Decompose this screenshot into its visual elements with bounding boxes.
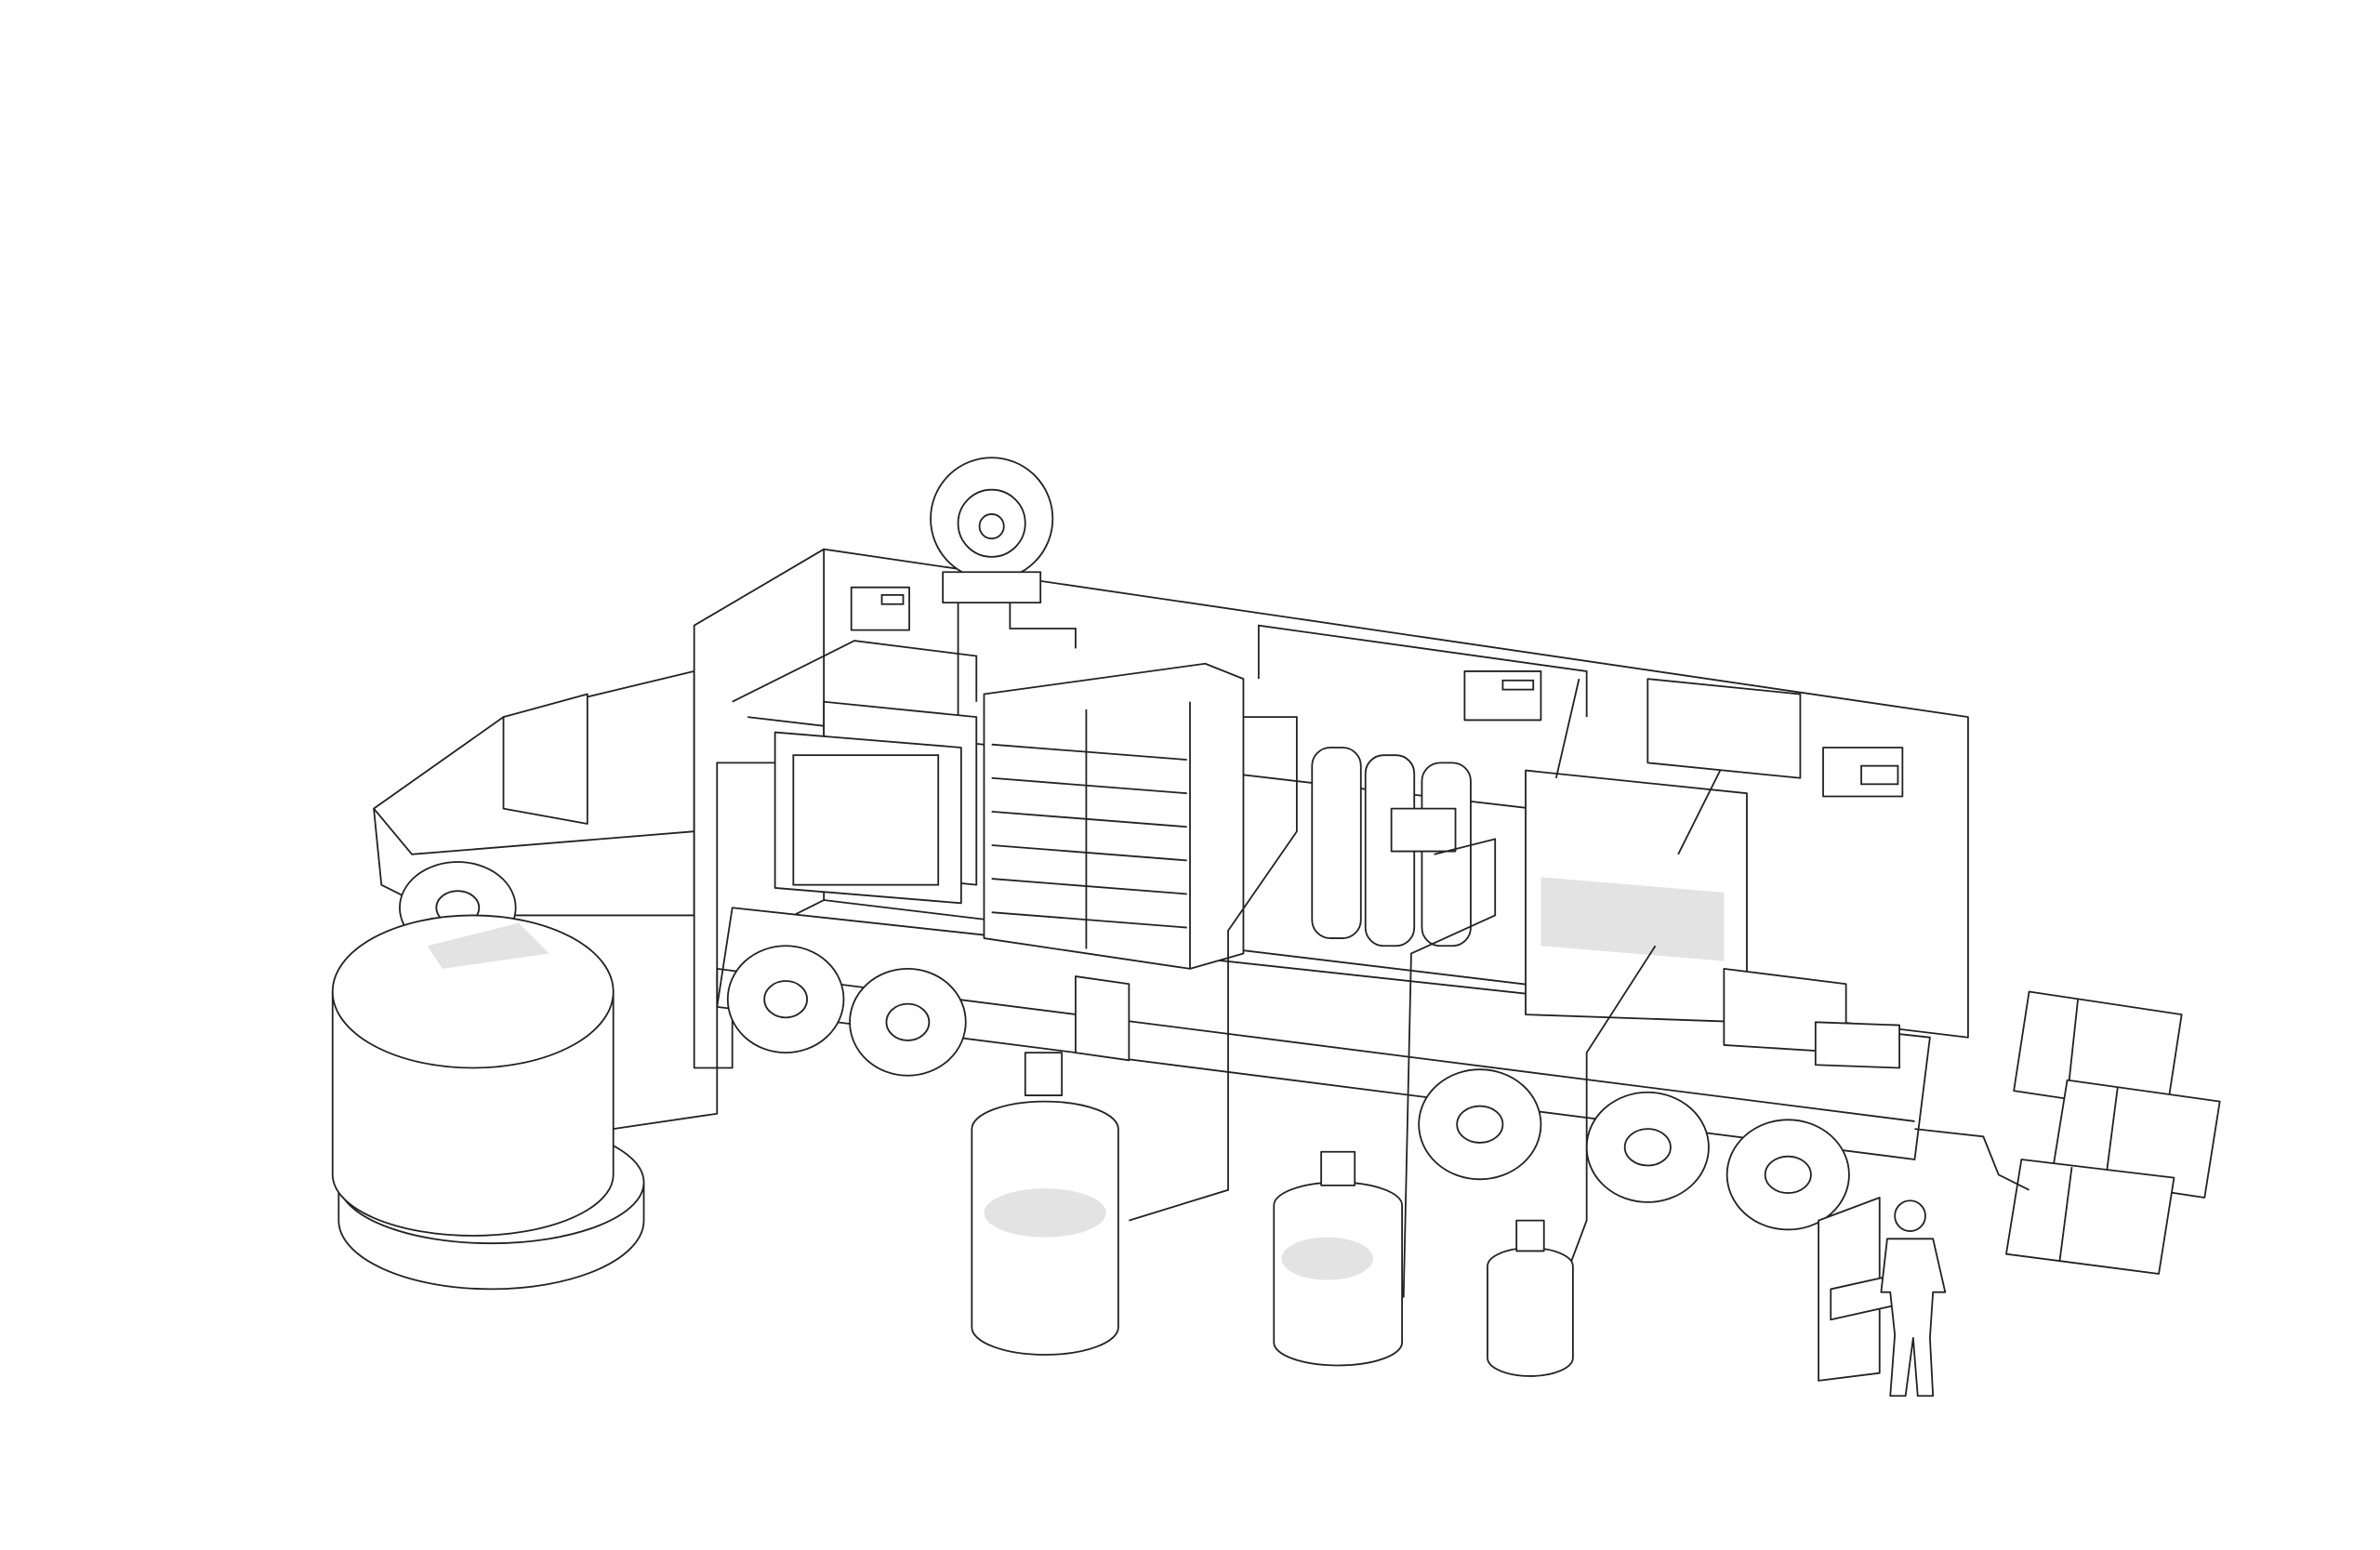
operator-person [1880,1199,1947,1398]
collection-jar [1273,1150,1404,1367]
storage-tank [331,762,809,1291]
wheel [1726,1119,1850,1231]
collection-jar [1487,1219,1574,1377]
reaction-chamber [1525,678,1900,1344]
blower-fan [930,457,1077,718]
control-box [1646,678,1802,779]
solar-panel [2005,1159,2175,1275]
gas-cylinders [1311,747,1497,1305]
wheels [726,945,1850,1231]
truck-cab [373,670,695,955]
wheel [1585,1091,1710,1203]
wall-display-box [1822,747,1904,798]
wheel [1418,1068,1542,1181]
wheel [726,945,845,1054]
drawer-rack [983,662,1298,1222]
filter-press [774,700,978,905]
wheel [849,967,967,1077]
power-cable [1914,1128,2030,1191]
wall-control-panel [1463,670,1542,722]
collection-jar [971,1052,1119,1356]
wall-control-panel [850,586,910,631]
